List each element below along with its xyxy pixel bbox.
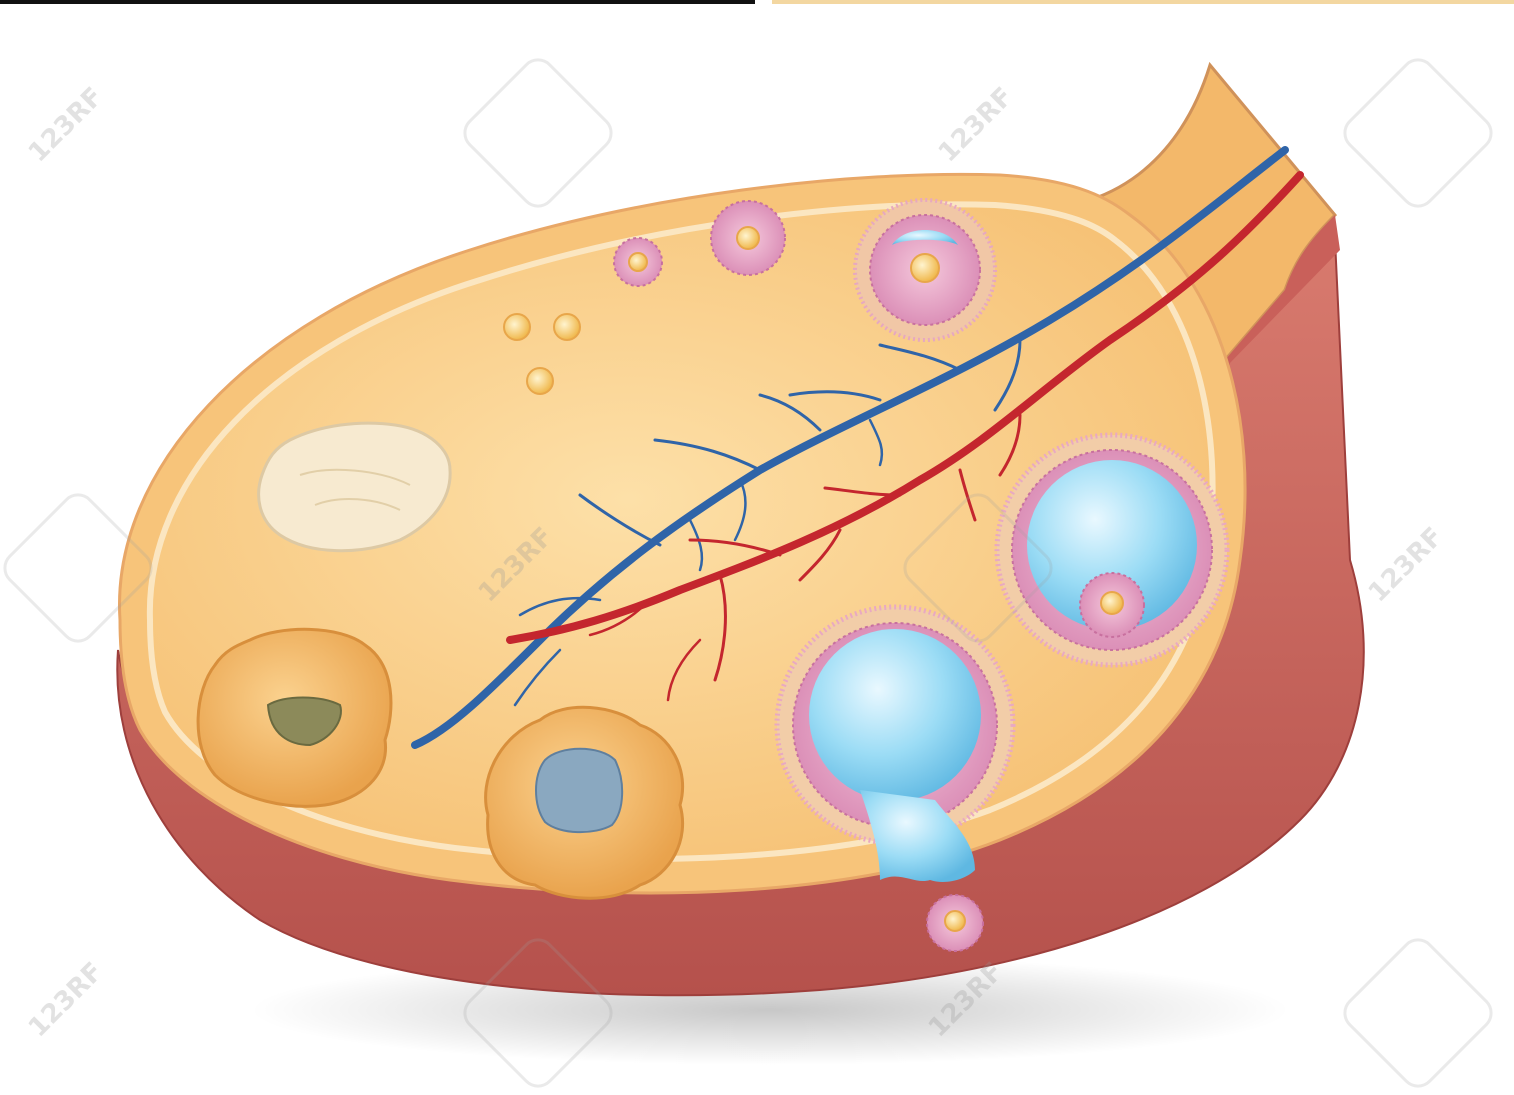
graafian-follicle: [997, 435, 1227, 665]
secondary-follicle: [711, 201, 785, 275]
early-antral-follicle: [855, 200, 995, 340]
released-oocyte: [927, 895, 983, 951]
corpus-luteum: [486, 707, 683, 898]
degenerating-corpus-luteum: [198, 629, 391, 806]
primary-follicle: [614, 238, 662, 286]
